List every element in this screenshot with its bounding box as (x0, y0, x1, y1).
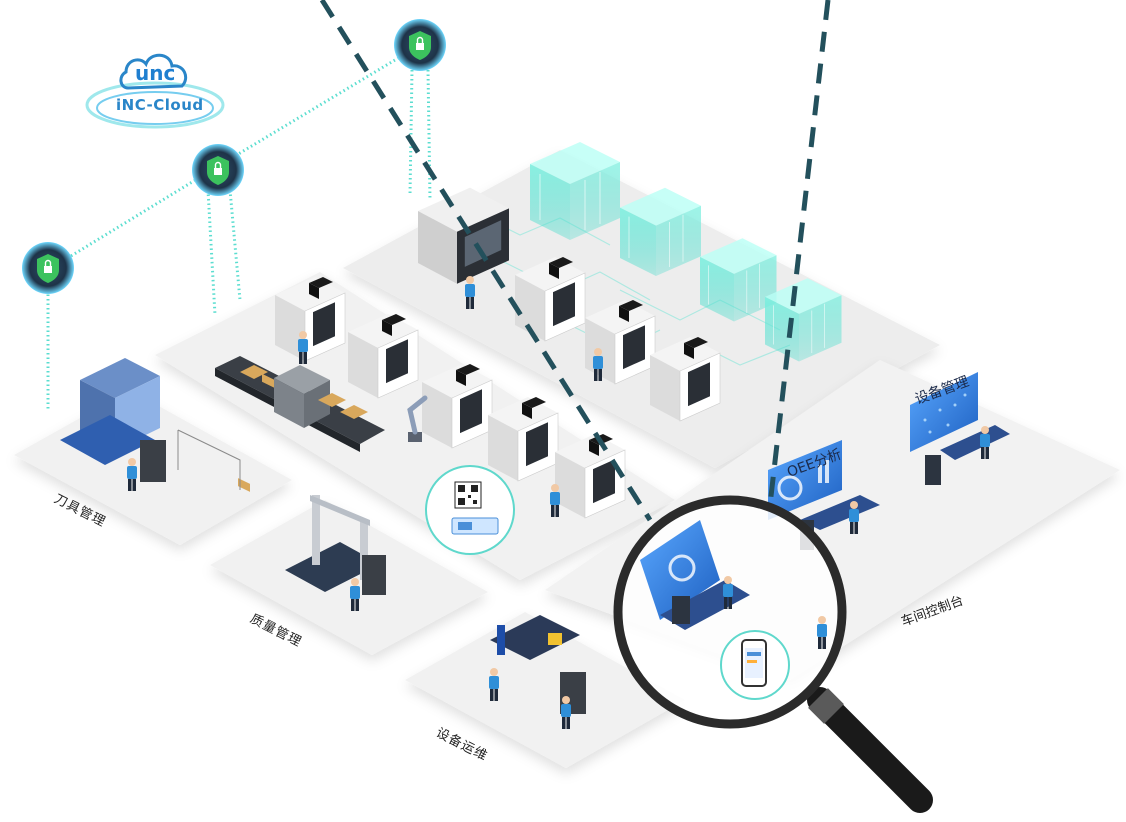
logo-name: iNC-Cloud (116, 96, 204, 114)
shield-lock-icon (192, 144, 244, 196)
quality-management-scene (285, 495, 386, 611)
equipment-management-station (910, 372, 1010, 485)
robot-arm-icon (407, 395, 428, 442)
qr-code-icon (454, 481, 482, 509)
qr-code-bubble (425, 465, 515, 555)
smartphone-icon (720, 630, 790, 700)
dashed-connection-lines (319, 0, 831, 522)
binary-data-streams (46, 43, 432, 410)
logo-mark: unc (135, 61, 176, 85)
tool-management-scene (60, 358, 241, 491)
magnifier-icon (613, 495, 933, 813)
shield-lock-icon (22, 242, 74, 294)
platform-equipment-maintenance (405, 612, 685, 768)
machining-line (215, 276, 626, 519)
shield-lock-icon (394, 19, 446, 71)
conveyor-icon (215, 356, 385, 492)
cloud-icon (85, 53, 225, 129)
cnc-machines-top (418, 187, 721, 422)
equipment-maintenance-scene (489, 615, 586, 729)
